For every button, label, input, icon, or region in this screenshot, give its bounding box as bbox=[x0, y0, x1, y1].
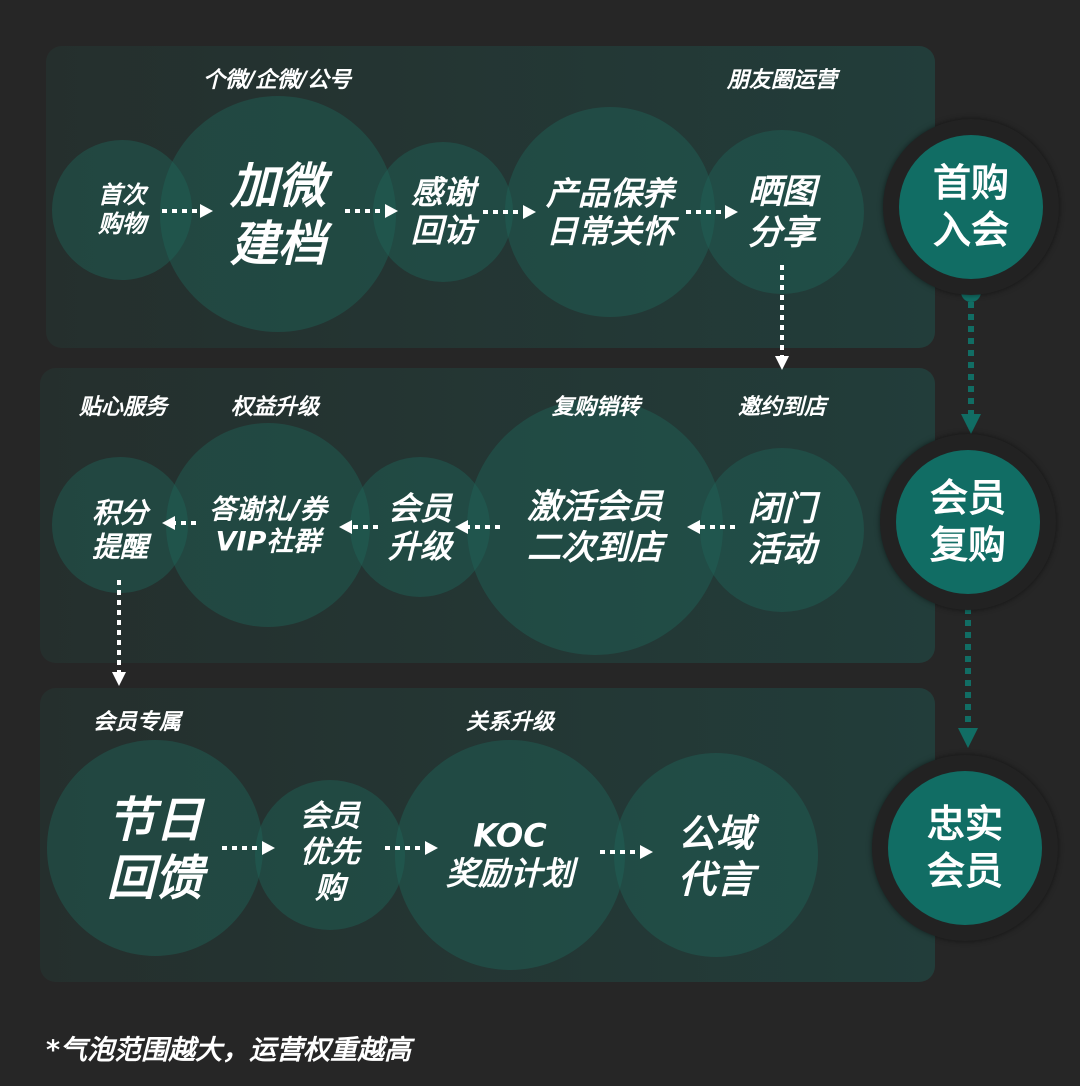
row2-label: 邀约到店 bbox=[737, 395, 827, 420]
arrow-down-icon bbox=[958, 608, 978, 748]
row2-label: 权益升级 bbox=[230, 395, 320, 420]
bubble bbox=[373, 142, 513, 282]
node-koc-reward: KOC 奖励计划 bbox=[445, 816, 575, 893]
bubble bbox=[467, 399, 723, 655]
arrow-right-icon bbox=[385, 841, 438, 855]
arrow-down-icon bbox=[112, 580, 126, 686]
arrow-left-icon bbox=[162, 516, 196, 530]
arrow-down-icon bbox=[775, 265, 789, 370]
node-private-event: 闭门 活动 bbox=[748, 489, 816, 570]
bubble bbox=[505, 107, 715, 317]
footnote: *气泡范围越大，运营权重越高 bbox=[46, 1035, 412, 1066]
row1-label: 个微/企微/公号 bbox=[202, 68, 352, 93]
node-add-wechat: 加微 建档 bbox=[229, 158, 327, 272]
arrow-left-icon bbox=[339, 520, 378, 534]
row1-label: 朋友圈运营 bbox=[726, 68, 838, 93]
row3-label: 会员专属 bbox=[92, 710, 182, 735]
stage-repurchase: 会员 复购 bbox=[880, 434, 1056, 610]
node-first-purchase: 首次 购物 bbox=[98, 181, 146, 238]
arrow-left-icon bbox=[455, 520, 500, 534]
node-public-endorse: 公域 代言 bbox=[677, 811, 755, 901]
node-member-upgrade: 会员 升级 bbox=[387, 489, 453, 566]
bubble bbox=[166, 423, 370, 627]
bubble bbox=[700, 448, 864, 612]
node-points-reminder: 积分 提醒 bbox=[91, 496, 149, 563]
bubble bbox=[614, 753, 818, 957]
arrow-right-icon bbox=[162, 204, 213, 218]
node-gift-vip: 答谢礼/券 VIP社群 bbox=[209, 494, 327, 558]
bubble bbox=[52, 457, 188, 593]
arrow-right-icon bbox=[222, 841, 275, 855]
node-activate-member: 激活会员 二次到店 bbox=[527, 487, 663, 568]
panel-repurchase bbox=[40, 368, 935, 663]
row3-label: 关系升级 bbox=[465, 710, 555, 735]
node-thanks-visit: 感谢 回访 bbox=[410, 173, 476, 250]
arrow-right-icon bbox=[600, 845, 653, 859]
panel-loyal bbox=[40, 688, 935, 982]
bubble bbox=[52, 140, 192, 280]
row2-label: 复购销转 bbox=[551, 395, 641, 420]
arrow-right-icon bbox=[483, 205, 536, 219]
node-product-care: 产品保养 日常关怀 bbox=[545, 174, 675, 251]
node-holiday-reward: 节日 回馈 bbox=[106, 792, 204, 906]
arrow-down-icon bbox=[961, 302, 981, 434]
stage-first-purchase: 首购 入会 bbox=[883, 119, 1059, 295]
row2-label: 贴心服务 bbox=[78, 395, 168, 420]
arrow-right-icon bbox=[345, 204, 398, 218]
node-share-photo: 晒图 分享 bbox=[748, 172, 816, 253]
stage-loyal-member: 忠实 会员 bbox=[872, 755, 1058, 941]
bubble bbox=[255, 780, 405, 930]
arrow-right-icon bbox=[686, 205, 738, 219]
panel-first-purchase bbox=[46, 46, 935, 348]
bubble bbox=[160, 96, 396, 332]
arrow-left-icon bbox=[687, 520, 735, 534]
bubble bbox=[395, 740, 625, 970]
node-priority-purchase: 会员 优先 购 bbox=[300, 799, 360, 906]
